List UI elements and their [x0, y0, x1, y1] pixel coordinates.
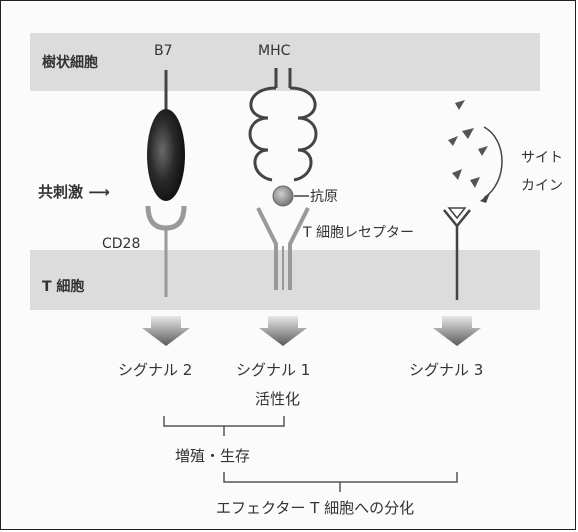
t-cell-label: T 細胞 — [42, 278, 84, 295]
activation-label: 活性化 — [255, 390, 300, 408]
cd28-receptor — [145, 205, 187, 231]
signal3-label: シグナル 3 — [409, 361, 483, 379]
cd28-label: CD28 — [102, 236, 140, 252]
signal3-arrow — [433, 316, 481, 346]
b7-molecule — [147, 109, 185, 201]
dendritic-cell-label: 樹状細胞 — [42, 54, 98, 71]
cytokine-label-line2: カイン — [521, 178, 563, 194]
t-cell-receptor — [256, 207, 310, 290]
t-cell-membrane — [30, 250, 540, 310]
signal2-label: シグナル 2 — [118, 361, 192, 379]
differentiation-label: エフェクター T 細胞への分化 — [216, 499, 414, 517]
proliferation-label: 増殖・生存 — [175, 447, 250, 465]
cytokine-receptor — [443, 207, 471, 300]
tcr-label: T 細胞レセプター — [302, 225, 414, 241]
cytokine-arrow-head — [480, 193, 490, 203]
dendritic-cell-membrane — [30, 33, 540, 91]
antigen-label: 抗原 — [310, 189, 338, 205]
signal1-label: シグナル 1 — [236, 361, 310, 379]
differentiation-bracket — [223, 472, 458, 483]
cytokine-label-line1: サイト — [521, 150, 563, 166]
mhc-molecule — [248, 68, 318, 182]
cytokine-arrow — [483, 126, 503, 199]
costimulation-label: 共刺激 ⟶ — [38, 183, 110, 201]
b7-label: B7 — [154, 43, 173, 59]
signal2-arrow — [142, 316, 190, 346]
signal1-arrow — [259, 316, 307, 346]
mhc-label: MHC — [258, 43, 291, 59]
cytokine-molecules — [448, 100, 488, 188]
proliferation-bracket — [163, 416, 285, 427]
antigen-peptide — [272, 185, 294, 207]
